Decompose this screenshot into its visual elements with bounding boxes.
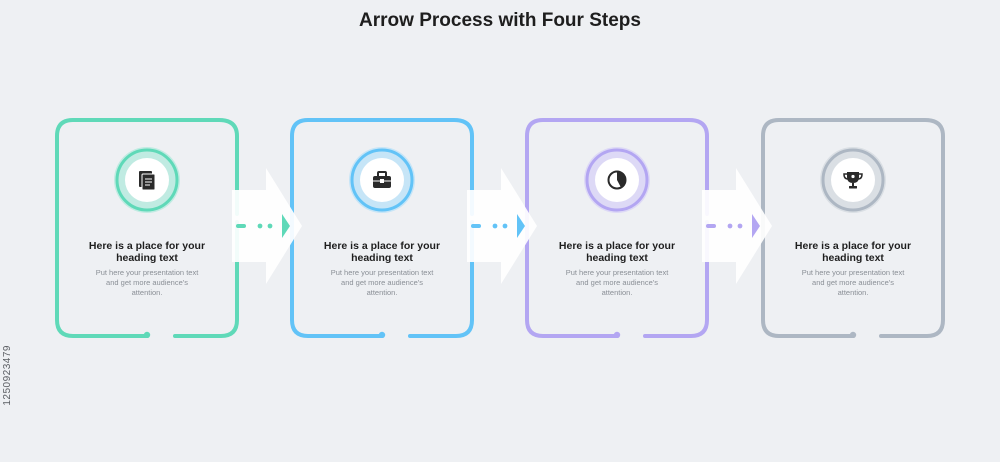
step-4-heading: Here is a place for your heading text [794, 240, 912, 264]
trophy-icon [843, 172, 863, 189]
document-icon [139, 171, 156, 191]
step-2-frame [290, 118, 474, 338]
step-2-body: Put here your presentation text and get … [330, 268, 434, 297]
step-1-body: Put here your presentation text and get … [95, 268, 199, 297]
arrow-connector-2 [467, 168, 537, 284]
step-2-icon-badge [348, 146, 416, 214]
briefcase-icon [373, 171, 391, 188]
step-4-icon-badge [819, 146, 887, 214]
step-3-heading: Here is a place for your heading text [558, 240, 676, 264]
step-1-frame [55, 118, 239, 338]
step-4-frame [761, 118, 945, 338]
step-3-frame [525, 118, 709, 338]
step-3-body: Put here your presentation text and get … [565, 268, 669, 297]
step-2: Here is a place for your heading text Pu… [290, 118, 530, 338]
diagram-title: Arrow Process with Four Steps [359, 10, 641, 31]
step-2-heading: Here is a place for your heading text [323, 240, 441, 264]
arrow-connector-3 [702, 168, 772, 284]
pie-chart-icon [607, 170, 627, 190]
step-4-body: Put here your presentation text and get … [801, 268, 905, 297]
step-3: Here is a place for your heading text Pu… [525, 118, 765, 338]
stock-id-label: 1250923479 [2, 345, 13, 406]
arrow-connector-1 [232, 168, 302, 284]
step-1: Here is a place for your heading text Pu… [55, 118, 295, 338]
step-1-icon-badge [113, 146, 181, 214]
step-4: Here is a place for your heading text Pu… [761, 118, 1000, 338]
step-3-icon-badge [583, 146, 651, 214]
step-1-heading: Here is a place for your heading text [88, 240, 206, 264]
